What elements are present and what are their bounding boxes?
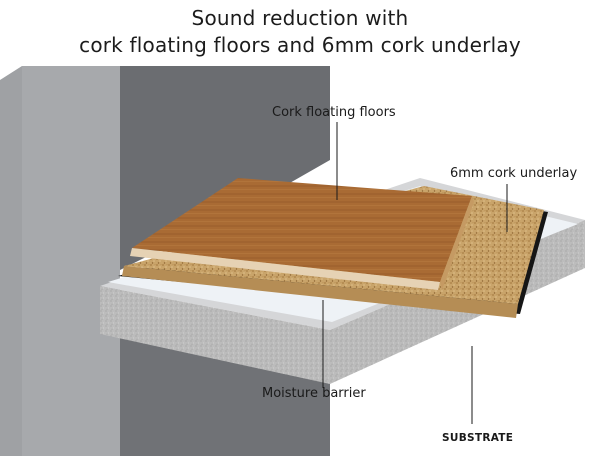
diagram-title: Sound reduction with [191,6,409,30]
label-substrate: SUBSTRATE [442,432,514,444]
wall-front [0,66,22,456]
cork-underlay-front [122,266,518,318]
wall-face [120,66,330,270]
diagram-subtitle: cork floating floors and 6mm cork underl… [79,33,521,57]
cork-floating-floor-top [132,178,472,282]
substrate-front [100,286,330,384]
label-moisture-barrier: Moisture barrier [262,386,366,401]
label-cork-floating-floors: Cork floating floors [272,105,396,120]
cork-floating-floor-edge [130,248,440,290]
cork-floating-floor-side [440,196,474,290]
wall-side [22,66,120,456]
label-cork-underlay: 6mm cork underlay [450,166,578,181]
